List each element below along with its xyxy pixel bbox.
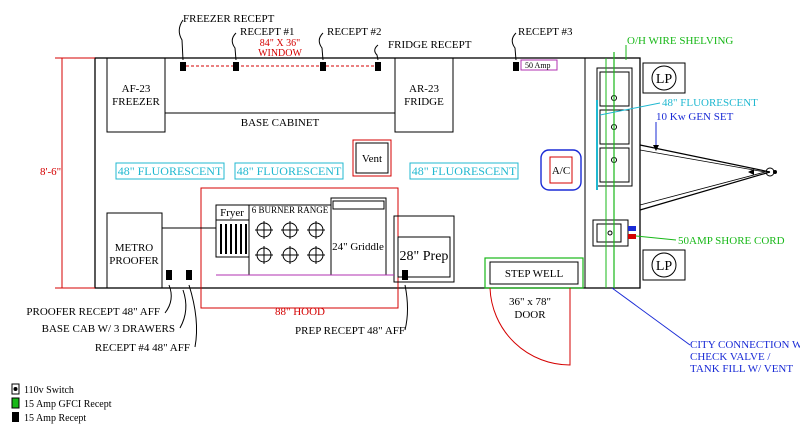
- fridge-label: FRIDGE: [404, 96, 444, 108]
- gen-set-label: 10 Kw GEN SET: [656, 111, 734, 123]
- door-size-label: 36" x 78": [509, 296, 551, 308]
- trailer-outline: [94, 57, 641, 289]
- base-cab-drawers-label: BASE CAB W/ 3 DRAWERS: [42, 323, 175, 335]
- fridge-unit: [394, 57, 454, 133]
- legend: 110v Switch 15 Amp GFCI Recept 15 Amp Re…: [11, 383, 112, 424]
- prep-recept-leader: [404, 284, 408, 331]
- freezer-model: AF-23: [122, 83, 151, 95]
- burner-range-label: 6 BURNER RANGE: [252, 205, 329, 215]
- legend-item-gfci: 15 Amp GFCI Recept: [11, 397, 112, 410]
- window-label: WINDOW: [258, 48, 302, 59]
- legend-gfci-label: 15 Amp GFCI Recept: [24, 399, 112, 410]
- ac-inner: [549, 156, 573, 184]
- fluorescent-3: [409, 162, 519, 180]
- 50-amp-label: 50 Amp: [525, 61, 551, 70]
- door-label: DOOR: [514, 309, 546, 321]
- window-size-label: 84" X 36": [260, 38, 300, 49]
- step-well-inner: [489, 261, 579, 285]
- shore-cord-leader: [635, 235, 677, 241]
- recept-1-label: RECEPT #1: [240, 26, 295, 38]
- freezer-label: FREEZER: [112, 96, 160, 108]
- step-well: [484, 257, 584, 289]
- lower-receptacles: [166, 270, 408, 280]
- proofer-recept-label: PROOFER RECEPT 48" AFF: [26, 306, 160, 318]
- lp-label-top: LP: [656, 72, 673, 87]
- prep-label: 28" Prep: [400, 249, 449, 264]
- metro-label: METRO: [115, 242, 154, 254]
- rear-fluorescent-label: 48" FLUORESCENT: [662, 97, 758, 109]
- oh-wire-shelving-label: O/H WIRE SHELVING: [627, 35, 733, 47]
- step-well-label: STEP WELL: [505, 268, 564, 280]
- lp-tank-top: LP: [642, 62, 686, 94]
- 50-amp-box: [520, 59, 558, 71]
- lp-label-bottom: LP: [656, 259, 673, 274]
- recept-4-label: RECEPT #4 48" AFF: [95, 342, 190, 354]
- fryer-baskets: [215, 219, 250, 258]
- legend-item-recept: 15 Amp Recept: [12, 412, 86, 424]
- vent-box: [352, 139, 392, 177]
- shore-cord-label: 50AMP SHORE CORD: [678, 235, 785, 247]
- hood-label: 88" HOOD: [275, 306, 325, 318]
- city-connection-label-1: CITY CONNECTION W/: [690, 339, 800, 351]
- base-cabinet-label: BASE CABINET: [241, 117, 320, 129]
- fridge-recept-label: FRIDGE RECEPT: [388, 39, 472, 51]
- burner-range: [248, 204, 332, 276]
- fryer-label: Fryer: [220, 207, 244, 219]
- prep-table: [393, 215, 455, 283]
- freezer-recept-label: FREEZER RECEPT: [183, 13, 275, 25]
- legend-item-switch: 110v Switch: [11, 383, 74, 396]
- fridge-model: AR-23: [409, 83, 439, 95]
- metro-proofer: [106, 212, 163, 289]
- griddle-label: 24" Griddle: [332, 241, 384, 253]
- legend-switch-label: 110v Switch: [24, 385, 74, 396]
- prep-table-inner: [397, 236, 451, 278]
- griddle-backsplash: [332, 200, 385, 210]
- burner-grates: [255, 221, 325, 264]
- city-connection-leader: [611, 287, 691, 346]
- ac-label: A/C: [552, 165, 570, 177]
- fluorescent-1-label: 48" FLUORESCENT: [118, 164, 223, 178]
- city-connection-label-2: CHECK VALVE /: [690, 351, 771, 363]
- vent-label: Vent: [362, 153, 382, 165]
- fluorescent-2-label: 48" FLUORESCENT: [237, 164, 342, 178]
- fluorescent-3-label: 48" FLUORESCENT: [412, 164, 517, 178]
- ac-unit: [540, 149, 582, 191]
- fluorescent-2: [234, 162, 344, 180]
- griddle: [330, 197, 387, 276]
- fluorescent-1: [115, 162, 225, 180]
- freezer-unit: [106, 57, 166, 133]
- prep-recept-label: PREP RECEPT 48" AFF: [295, 325, 405, 337]
- vent-inner: [355, 142, 389, 174]
- height-dimension: [55, 57, 95, 289]
- base-cab-leader: [179, 289, 187, 329]
- recept-3-label: RECEPT #3: [518, 26, 573, 38]
- height-label: 8'-6": [40, 166, 61, 178]
- recept-2-label: RECEPT #2: [327, 26, 382, 38]
- proofer-recept-leader: [164, 284, 172, 314]
- door-swing: [489, 287, 571, 366]
- trailer-hitch: [639, 144, 777, 211]
- hand-sink: [592, 219, 636, 247]
- proofer-label: PROOFER: [109, 255, 159, 267]
- lp-tank-bottom: LP: [642, 249, 686, 281]
- legend-recept-label: 15 Amp Recept: [24, 413, 86, 424]
- recept-4-leader: [188, 284, 197, 348]
- rear-fluorescent-leader: [599, 102, 661, 116]
- top-receptacles: [178, 19, 519, 71]
- city-connection-label-3: TANK FILL W/ VENT: [690, 363, 793, 375]
